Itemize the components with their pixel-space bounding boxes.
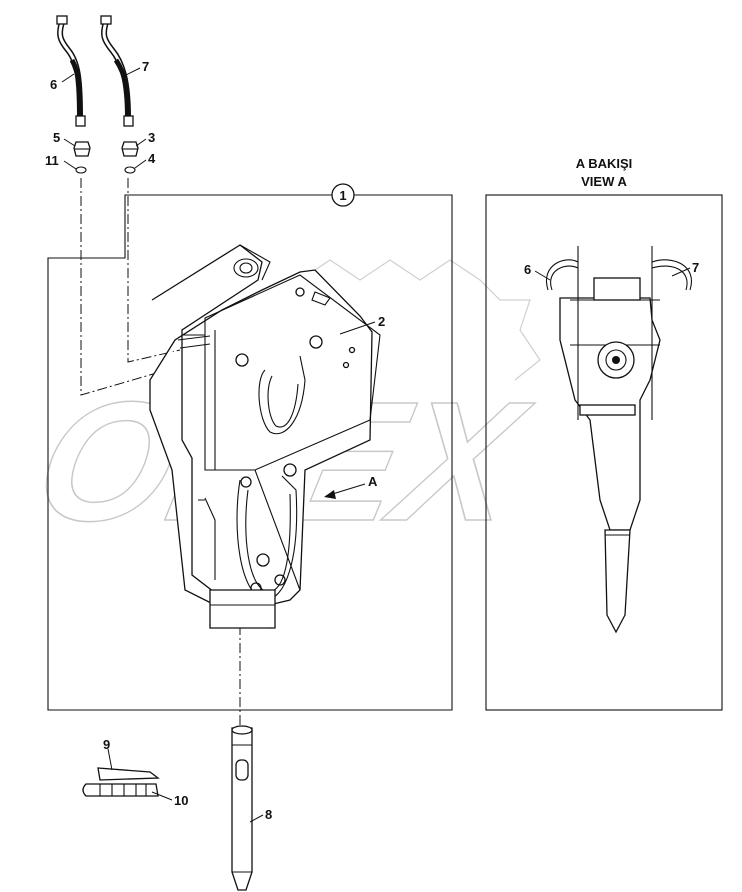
assembly-frame — [47, 194, 453, 711]
callout-3: 3 — [148, 130, 155, 145]
view-a-callout-6: 6 — [524, 262, 531, 277]
view-a-caption-tr: A BAKIŞI — [576, 156, 633, 171]
breaker-body — [149, 244, 381, 629]
callout-11: 11 — [45, 153, 59, 168]
callout-4: 4 — [148, 151, 156, 166]
leaders — [61, 67, 691, 823]
view-a-frame — [485, 194, 723, 711]
callout-8: 8 — [265, 807, 272, 822]
callout-7: 7 — [142, 59, 149, 74]
group-callout: 1 — [331, 183, 355, 207]
centerline-right — [127, 178, 181, 363]
callout-5: 5 — [53, 130, 60, 145]
hose-right — [100, 15, 134, 127]
view-a-arrow-label: A — [368, 474, 378, 489]
fitting-left — [73, 141, 91, 157]
view-a-arrow: A — [324, 474, 378, 499]
view-a-callout-7: 7 — [692, 260, 699, 275]
o-ring-right — [124, 166, 136, 174]
callout-10: 10 — [174, 793, 188, 808]
centerline-left — [80, 178, 161, 396]
o-ring-left — [75, 166, 87, 174]
chisel — [231, 725, 253, 891]
view-a-drawing — [545, 246, 693, 634]
watermark-gear — [299, 259, 541, 381]
callout-2: 2 — [378, 314, 385, 329]
hose-left — [56, 15, 86, 127]
view-a-caption-en: VIEW A — [581, 174, 627, 189]
retaining-pin — [82, 767, 160, 797]
callout-6: 6 — [50, 77, 57, 92]
callout-9: 9 — [103, 737, 110, 752]
group-number: 1 — [339, 188, 346, 203]
fitting-right — [121, 141, 139, 157]
